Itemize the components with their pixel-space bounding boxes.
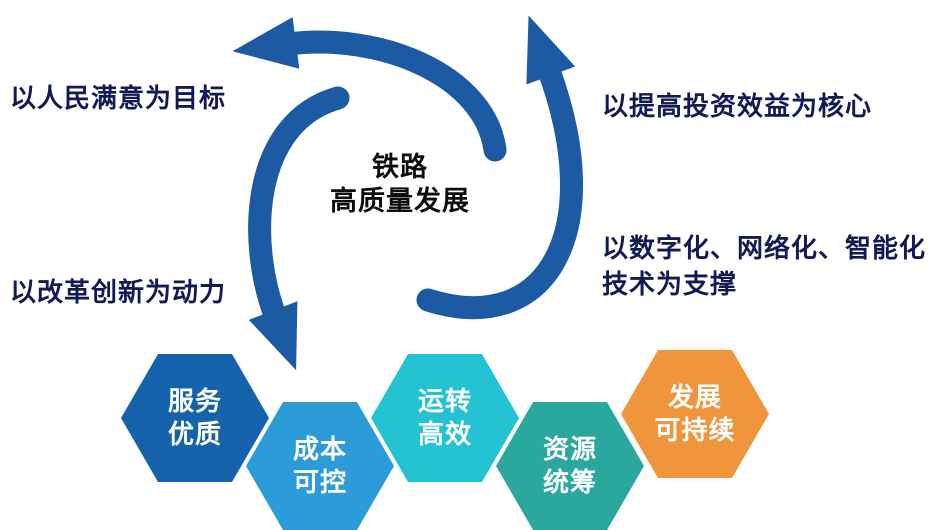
cycle-arrow-top	[232, 17, 507, 162]
hexagon-service-quality-line2: 优质	[167, 419, 222, 449]
label-digital-technology: 以数字化、网络化、智能化 技术为支撑	[602, 230, 926, 302]
label-investment-efficiency: 以提高投资效益为核心	[602, 91, 873, 121]
label-digital-technology-line2: 技术为支撑	[602, 269, 738, 299]
hexagon-cost-control-line2: 可控	[292, 467, 347, 497]
hexagon-sustainable-development: 发展 可持续	[621, 350, 769, 478]
hexagon-resource-coordination-line1: 资源	[542, 434, 597, 464]
hexagon-service-quality: 服务 优质	[121, 354, 269, 482]
hexagon-resource-coordination: 资源 统筹	[496, 402, 644, 530]
center-title-line2: 高质量发展	[330, 186, 470, 216]
label-people-satisfaction: 以人民满意为目标	[10, 83, 227, 113]
center-title: 铁路 高质量发展	[300, 150, 500, 218]
hexagon-efficient-operation-line1: 运转	[417, 386, 472, 416]
center-title-line1: 铁路	[372, 152, 428, 182]
hexagon-cost-control-line1: 成本	[292, 434, 347, 464]
hexagon-efficient-operation-line2: 高效	[417, 419, 472, 449]
hexagon-sustainable-development-line1: 发展	[667, 382, 722, 412]
label-reform-innovation: 以改革创新为动力	[10, 277, 227, 307]
label-digital-technology-line1: 以数字化、网络化、智能化	[602, 233, 927, 263]
hexagon-service-quality-line1: 服务	[167, 386, 222, 416]
hexagon-sustainable-development-line2: 可持续	[654, 415, 736, 445]
hexagon-resource-coordination-line2: 统筹	[542, 467, 597, 497]
hexagon-efficient-operation: 运转 高效	[371, 354, 519, 482]
hexagon-cost-control: 成本 可控	[246, 402, 394, 530]
